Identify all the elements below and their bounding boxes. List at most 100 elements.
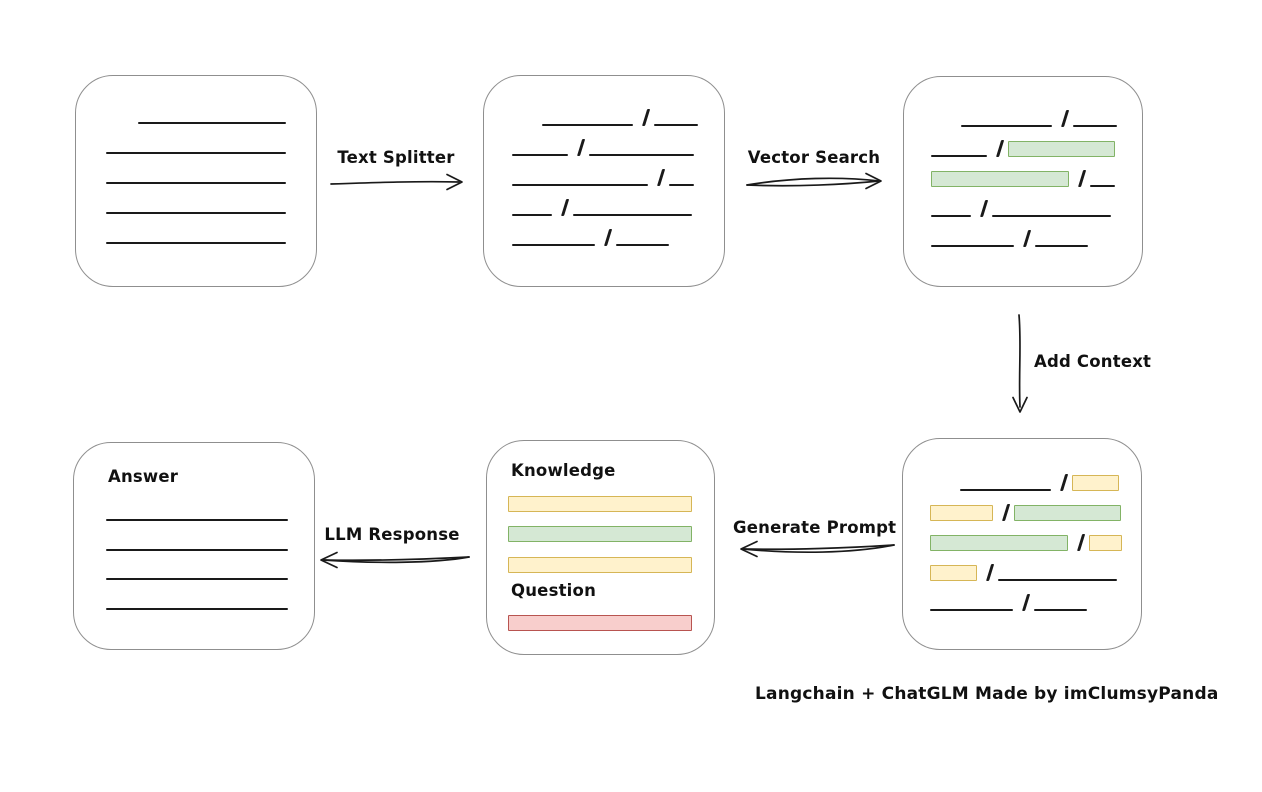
text-line-row (508, 492, 692, 512)
generate-prompt-arrow (740, 540, 895, 558)
text-line (1089, 185, 1115, 187)
text-line-row (106, 134, 294, 154)
vector-search-arrow (746, 172, 882, 190)
text-line (106, 608, 288, 610)
arrow-shaft (322, 556, 470, 564)
text-line (106, 212, 286, 214)
text-line-row (106, 590, 292, 610)
text-line (106, 182, 286, 184)
indent-spacer (930, 490, 960, 491)
text-line (106, 549, 288, 551)
text-line-row (106, 224, 294, 244)
slash-separator (1061, 110, 1069, 127)
text-line (931, 155, 987, 157)
arrowhead-right-icon (446, 173, 463, 191)
arrowhead-left-icon (320, 551, 338, 569)
text-line (588, 154, 694, 156)
text-line (960, 489, 1051, 491)
text-line (991, 215, 1111, 217)
text-line-row (106, 104, 294, 124)
highlight-chip-yellow (930, 505, 993, 521)
highlight-chip-yellow (508, 496, 692, 512)
arrow-shaft (742, 544, 895, 551)
chunked-text-box (483, 75, 725, 287)
text-line (106, 242, 286, 244)
text-line-row (931, 137, 1120, 157)
text-line-row (931, 197, 1120, 217)
arrow-shaft (1018, 314, 1021, 408)
context-chunks-box (902, 438, 1142, 650)
arrow-shaft (746, 177, 880, 186)
highlight-chip-yellow (1088, 535, 1122, 551)
llm-response-arrow (320, 551, 470, 569)
arrowhead-down-icon (1012, 396, 1028, 413)
highlight-chip-green (1007, 141, 1115, 157)
text-line (106, 578, 288, 580)
arrow-shaft (322, 556, 470, 562)
slash-separator (1023, 230, 1031, 247)
text-line-row (106, 531, 292, 551)
text-line-row (930, 531, 1122, 551)
text-line-row (931, 107, 1120, 127)
text-line (572, 214, 692, 216)
text-line (1034, 245, 1088, 247)
add-context-label: Add Context (1034, 352, 1152, 371)
text-line (615, 244, 669, 246)
text-line (106, 152, 286, 154)
slash-separator (1078, 170, 1086, 187)
text-line (138, 122, 286, 124)
text-line (106, 519, 288, 521)
text-line-row (508, 553, 692, 573)
indent-spacer (106, 123, 138, 124)
text-line-row (512, 196, 702, 216)
text-line (542, 124, 633, 126)
vector-search-label: Vector Search (747, 148, 881, 167)
slash-separator (561, 199, 569, 216)
text-line (653, 124, 698, 126)
generate-prompt-label: Generate Prompt (733, 518, 897, 537)
text-splitter-arrow (330, 173, 463, 191)
highlight-chip-yellow (930, 565, 977, 581)
text-line-row (931, 167, 1120, 187)
text-line (931, 245, 1014, 247)
text-line-row (106, 560, 292, 580)
text-line-row (508, 611, 692, 631)
llm-response-label: LLM Response (324, 525, 460, 544)
answer-heading: Answer (108, 467, 179, 486)
knowledge-heading: Knowledge (511, 461, 616, 480)
text-line (512, 214, 552, 216)
text-line (931, 215, 971, 217)
slash-separator (577, 139, 585, 156)
arrowhead-left-icon (740, 540, 758, 558)
highlight-chip-yellow (1071, 475, 1119, 491)
answer-box: Answer (73, 442, 315, 650)
highlight-chip-red (508, 615, 692, 631)
slash-separator (1002, 504, 1010, 521)
text-line (668, 184, 694, 186)
arrow-shaft (746, 180, 880, 187)
text-line-row (931, 227, 1120, 247)
highlight-chip-green (930, 535, 1068, 551)
text-line-row (930, 561, 1119, 581)
arrowhead-right-icon (865, 172, 882, 190)
text-line-row (106, 194, 294, 214)
text-line-row (512, 166, 702, 186)
highlight-chip-green (1013, 505, 1121, 521)
slash-separator (604, 229, 612, 246)
source-document-box (75, 75, 317, 287)
slash-separator (1077, 534, 1085, 551)
prompt-box: Knowledge Question (486, 440, 715, 655)
text-line (997, 579, 1117, 581)
text-line (512, 154, 568, 156)
slash-separator (986, 564, 994, 581)
indent-spacer (931, 126, 961, 127)
text-line-row (106, 164, 294, 184)
text-line-row (512, 226, 702, 246)
matched-chunks-box (903, 76, 1143, 287)
slash-separator (642, 109, 650, 126)
text-line-row (930, 471, 1119, 491)
indent-spacer (512, 125, 542, 126)
text-line (512, 244, 595, 246)
text-line-row (512, 106, 702, 126)
text-line-row (508, 522, 692, 542)
